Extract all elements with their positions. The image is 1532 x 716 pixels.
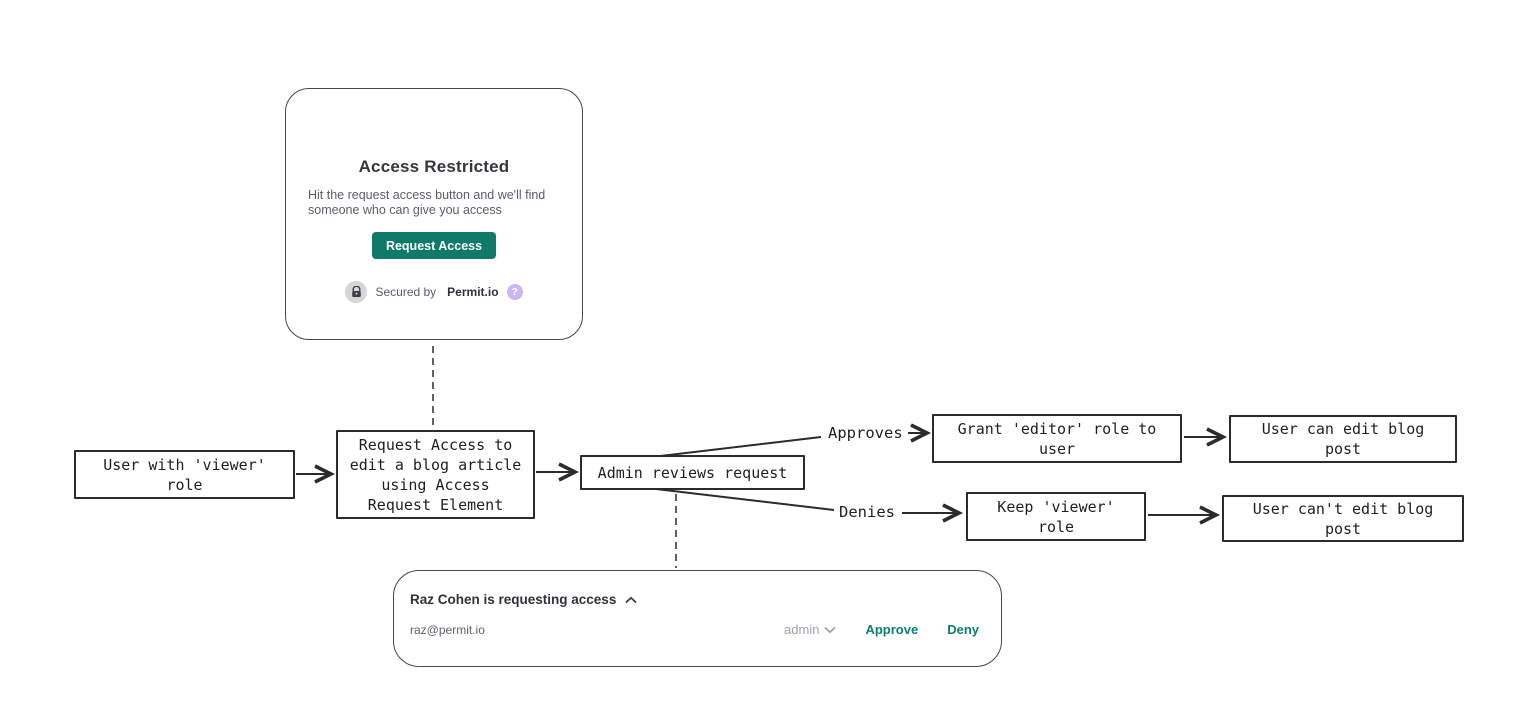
help-icon[interactable]: ?: [506, 284, 523, 300]
flow-node-keep-viewer: Keep 'viewer' role: [966, 492, 1146, 541]
banner-header: Raz Cohen is requesting access: [410, 592, 979, 607]
flow-node-user-viewer-role: User with 'viewer' role: [74, 450, 295, 499]
flow-node-request-access: Request Access to edit a blog article us…: [336, 430, 535, 519]
edge-admin-denies: [655, 488, 835, 511]
secured-by-text: Secured by: [375, 285, 437, 299]
edge-label-denies: Denies: [836, 503, 898, 521]
access-card-description: Hit the request access button and we'll …: [308, 188, 546, 217]
flow-node-can-edit: User can edit blog post: [1229, 415, 1457, 463]
banner-actions: admin Approve Deny: [784, 622, 979, 637]
role-selected-value: admin: [784, 622, 820, 637]
brand-name: Permit.io: [447, 285, 499, 299]
chevron-up-icon[interactable]: [625, 596, 637, 604]
banner-row: raz@permit.io admin Approve Deny: [410, 622, 979, 637]
flow-node-admin-reviews: Admin reviews request: [580, 455, 805, 490]
edge-label-approves: Approves: [825, 424, 906, 442]
chevron-down-icon: [824, 626, 836, 634]
lock-icon: [345, 281, 368, 303]
flow-node-grant-editor: Grant 'editor' role to user: [932, 414, 1182, 463]
requester-email: raz@permit.io: [410, 622, 485, 637]
banner-title: Raz Cohen is requesting access: [410, 592, 617, 607]
deny-button[interactable]: Deny: [947, 622, 979, 637]
edge-admin-approves: [651, 436, 822, 458]
access-request-banner: Raz Cohen is requesting access raz@permi…: [393, 570, 1002, 667]
secured-by-row: Secured by Permit.io ?: [345, 281, 523, 303]
request-access-button[interactable]: Request Access: [372, 232, 496, 259]
role-select[interactable]: admin: [784, 622, 836, 637]
access-card-title: Access Restricted: [358, 157, 510, 176]
access-restricted-card: Access Restricted Hit the request access…: [285, 88, 583, 340]
flow-node-cannot-edit: User can't edit blog post: [1222, 495, 1464, 542]
approve-button[interactable]: Approve: [865, 622, 919, 637]
